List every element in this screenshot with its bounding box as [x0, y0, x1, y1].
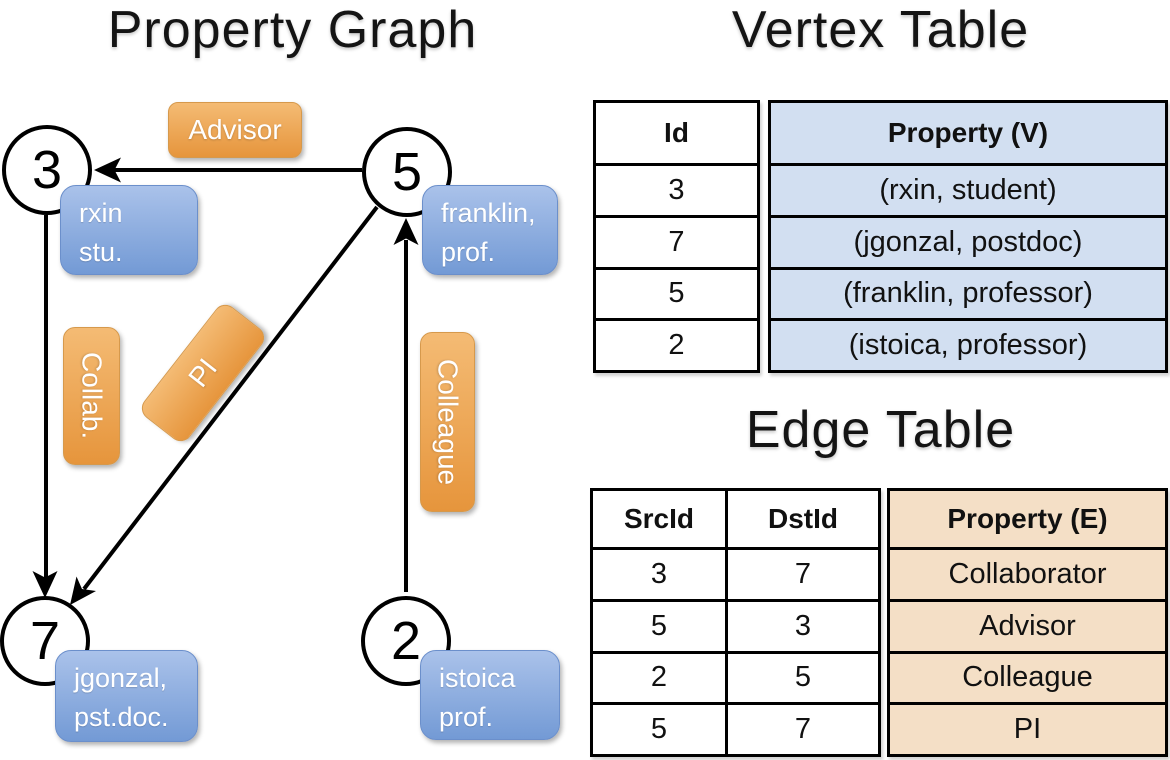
vertex-table-property-cell: (rxin, student) — [771, 163, 1165, 215]
edge-table-property-column: Property (E) Collaborator Advisor Collea… — [887, 488, 1168, 757]
edge-table-title: Edge Table — [745, 401, 1016, 459]
edge-table-src-cell: 2 — [593, 650, 725, 703]
node-id-label: 2 — [390, 611, 422, 671]
edge-table-property-cell: Advisor — [890, 598, 1165, 651]
edge-table-header-srcid: SrcId — [623, 503, 695, 534]
graph-node-2: 2 — [361, 596, 451, 686]
vertex-property-box-3: rxin stu. — [60, 185, 198, 275]
property-graph-title: Property Graph — [107, 1, 478, 59]
node-id-label: 3 — [31, 140, 63, 200]
edge-arrowhead-5-3 — [94, 157, 121, 183]
edge-table-property-cell: Colleague — [890, 650, 1165, 703]
vertex-table-id-cell: 5 — [596, 266, 757, 319]
edge-label-colleague: Colleague — [420, 332, 475, 512]
vertex-table-property-cell: (jgonzal, postdoc) — [771, 214, 1165, 267]
edge-arrowhead-5-7 — [70, 576, 96, 605]
vertex-table-header-property: Property (V) — [887, 117, 1049, 148]
edge-label-collab: Collab. — [63, 327, 120, 465]
edge-table-header-property: Property (E) — [947, 503, 1108, 534]
edge-table-src-cell: 5 — [593, 702, 725, 754]
vertex-table-property-cell: (franklin, professor) — [771, 266, 1165, 319]
vertex-property-box-7: jgonzal, pst.doc. — [55, 650, 198, 742]
edge-table-dst-cell: 7 — [725, 702, 878, 754]
vertex-table-title: Vertex Table — [731, 1, 1030, 59]
vertex-property-line: istoica — [439, 663, 516, 693]
edge-table-dst-cell: 7 — [725, 547, 878, 599]
vertex-property-line: stu. — [79, 237, 123, 268]
vertex-table-id-cell: 3 — [596, 163, 757, 215]
vertex-table-id-cell: 2 — [596, 318, 757, 370]
vertex-table-id-cell: 7 — [596, 214, 757, 267]
edge-line-5-7 — [82, 205, 379, 591]
vertex-property-line: prof. — [439, 702, 494, 733]
edge-arrowhead-2-5 — [393, 218, 419, 245]
edge-table-dst-cell: 3 — [725, 598, 878, 651]
edge-table-property-cell: Collaborator — [890, 547, 1165, 599]
vertex-table-property-cell: (istoica, professor) — [771, 318, 1165, 370]
edge-table-src-cell: 3 — [593, 547, 725, 599]
graph-edges-layer — [32, 157, 419, 605]
vertex-property-line: pst.doc. — [74, 702, 169, 733]
edge-table-dst-cell: 5 — [725, 650, 878, 703]
edge-arrowhead-3-7 — [32, 571, 58, 598]
vertex-property-box-5: franklin, prof. — [422, 185, 558, 275]
edge-table-ids-columns: SrcId DstId 3 7 5 3 2 5 5 7 — [590, 488, 881, 757]
vertex-table-id-column: Id 3 7 5 2 — [593, 100, 760, 373]
edge-table-property-cell: PI — [890, 702, 1165, 754]
vertex-table-property-column: Property (V) (rxin, student) (jgonzal, p… — [768, 100, 1168, 373]
vertex-property-line: prof. — [441, 237, 496, 268]
edge-table-header-dstid: DstId — [725, 491, 878, 547]
edge-label-advisor: Advisor — [168, 102, 302, 158]
edge-table-src-cell: 5 — [593, 598, 725, 651]
vertex-property-line: rxin — [79, 198, 123, 228]
vertex-property-box-2: istoica prof. — [420, 650, 560, 740]
vertex-property-line: jgonzal, — [74, 663, 168, 693]
vertex-table-header-id: Id — [664, 117, 689, 148]
node-id-label: 5 — [391, 142, 423, 202]
vertex-property-line: franklin, — [441, 198, 536, 228]
